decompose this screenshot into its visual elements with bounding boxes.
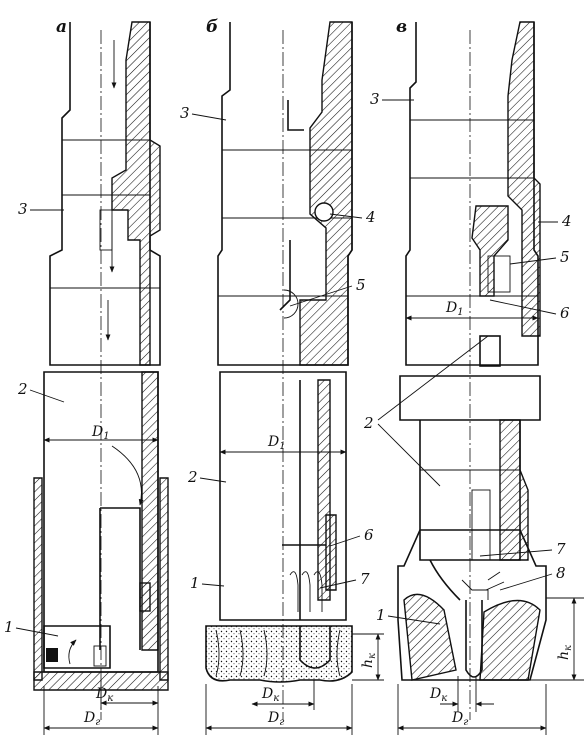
panel-c-dimension-hk: hк bbox=[530, 597, 584, 681]
panel-b-dk-subscript: к bbox=[273, 693, 279, 704]
panel-a-flow-arrows bbox=[105, 40, 117, 341]
panel-c-hk-subscript: к bbox=[563, 645, 574, 651]
panel-b: б bbox=[180, 17, 384, 735]
panel-a-callout-2: 2 bbox=[17, 380, 28, 398]
panel-c-dk-symbol: D bbox=[429, 686, 441, 702]
panel-c-hk-symbol: h bbox=[556, 651, 572, 660]
panel-c-dr-symbol: D bbox=[451, 710, 463, 726]
panel-b-callout-1: 1 bbox=[190, 574, 200, 592]
panel-a-dr-subscript: г bbox=[95, 717, 100, 728]
panel-b-dimension-d1: D1 bbox=[219, 434, 347, 455]
panel-b-callout-2: 2 bbox=[187, 468, 198, 486]
panel-c-callout-3: 3 bbox=[370, 90, 380, 108]
panel-c-callout-7: 7 bbox=[556, 540, 566, 558]
panel-b-callout-7: 7 bbox=[360, 570, 370, 588]
panel-b-dk-symbol: D bbox=[261, 686, 273, 702]
panel-c-d1-symbol: D bbox=[445, 300, 457, 316]
panel-a: а bbox=[4, 17, 169, 735]
panel-c-dk-subscript: к bbox=[441, 693, 447, 704]
panel-c-callout-2: 2 bbox=[363, 414, 374, 432]
panel-a-borehole-wall bbox=[33, 477, 169, 691]
panel-b-dimension-hk: hк bbox=[352, 633, 384, 681]
panel-c-dr-subscript: г bbox=[463, 717, 468, 728]
panel-a-callout-3: 3 bbox=[18, 200, 28, 218]
panel-c-roller-cone-bit bbox=[397, 529, 547, 681]
panel-a-dimension-d1: D1 bbox=[43, 424, 159, 443]
panel-a-label: а bbox=[56, 17, 67, 37]
panel-c-callout-5: 5 bbox=[560, 248, 570, 266]
panel-a-dr-symbol: D bbox=[83, 710, 95, 726]
panel-b-d1-symbol: D bbox=[267, 434, 279, 450]
panel-c-dimension-dr: Dг bbox=[397, 710, 547, 731]
panel-b-callout-4: 4 bbox=[365, 208, 376, 226]
svg-text:hк: hк bbox=[556, 645, 574, 660]
panel-c-upper-sub bbox=[405, 21, 541, 367]
panel-a-callout-1: 1 bbox=[4, 618, 14, 636]
svg-text:Dк: Dк bbox=[95, 686, 113, 704]
panel-b-dimension-dr: Dг bbox=[205, 710, 353, 731]
panel-a-dk-subscript: к bbox=[107, 693, 113, 704]
svg-text:Dк: Dк bbox=[261, 686, 279, 704]
panel-c-callout-1: 1 bbox=[376, 606, 386, 624]
panel-b-callout-5: 5 bbox=[356, 276, 366, 294]
svg-text:D1: D1 bbox=[267, 434, 286, 452]
panel-c: в 3 bbox=[363, 17, 584, 735]
panel-b-callouts: 3 4 5 2 6 1 7 bbox=[180, 104, 376, 592]
svg-text:Dк: Dк bbox=[429, 686, 447, 704]
panel-b-upper-sub bbox=[217, 21, 353, 366]
svg-text:Dг: Dг bbox=[83, 710, 100, 728]
svg-text:Dг: Dг bbox=[267, 710, 284, 728]
panel-a-drill-bit bbox=[43, 625, 111, 669]
panel-c-callout-6: 6 bbox=[560, 304, 570, 322]
panel-a-callouts: 3 2 1 bbox=[4, 200, 65, 637]
panel-b-core-barrel bbox=[219, 371, 347, 621]
core-catcher-springs bbox=[289, 571, 323, 612]
panel-c-d1-subscript: 1 bbox=[457, 307, 463, 318]
svg-text:D1: D1 bbox=[445, 300, 464, 318]
svg-text:Dг: Dг bbox=[451, 710, 468, 728]
panel-b-label: б bbox=[206, 17, 218, 37]
panel-b-d1-subscript: 1 bbox=[279, 441, 285, 452]
panel-c-callout-4: 4 bbox=[561, 212, 572, 230]
panel-c-label: в bbox=[396, 17, 407, 37]
panel-a-d1-subscript: 1 bbox=[103, 431, 109, 442]
panel-b-hk-symbol: h bbox=[360, 659, 376, 668]
svg-text:hк: hк bbox=[360, 653, 378, 668]
panel-b-callout-3: 3 bbox=[180, 104, 190, 122]
panel-b-hk-subscript: к bbox=[367, 653, 378, 659]
panel-b-drill-bit bbox=[205, 625, 353, 683]
ball-valve bbox=[314, 202, 334, 222]
panel-a-dimension-dr: Dг bbox=[43, 710, 159, 731]
panel-c-dimension-d1: D1 bbox=[405, 300, 539, 321]
panel-b-dr-symbol: D bbox=[267, 710, 279, 726]
svg-text:D1: D1 bbox=[91, 424, 110, 442]
panel-c-callouts: 3 4 5 6 2 7 8 1 bbox=[363, 90, 572, 625]
panel-a-d1-symbol: D bbox=[91, 424, 103, 440]
panel-c-dimension-dk: Dк bbox=[397, 676, 547, 735]
panel-a-upper-sub bbox=[49, 21, 161, 366]
panel-b-dr-subscript: г bbox=[279, 717, 284, 728]
panel-c-callout-8: 8 bbox=[556, 564, 566, 582]
panel-b-callout-6: 6 bbox=[364, 526, 374, 544]
panel-c-core-barrel bbox=[399, 375, 541, 561]
panel-a-dk-symbol: D bbox=[95, 686, 107, 702]
